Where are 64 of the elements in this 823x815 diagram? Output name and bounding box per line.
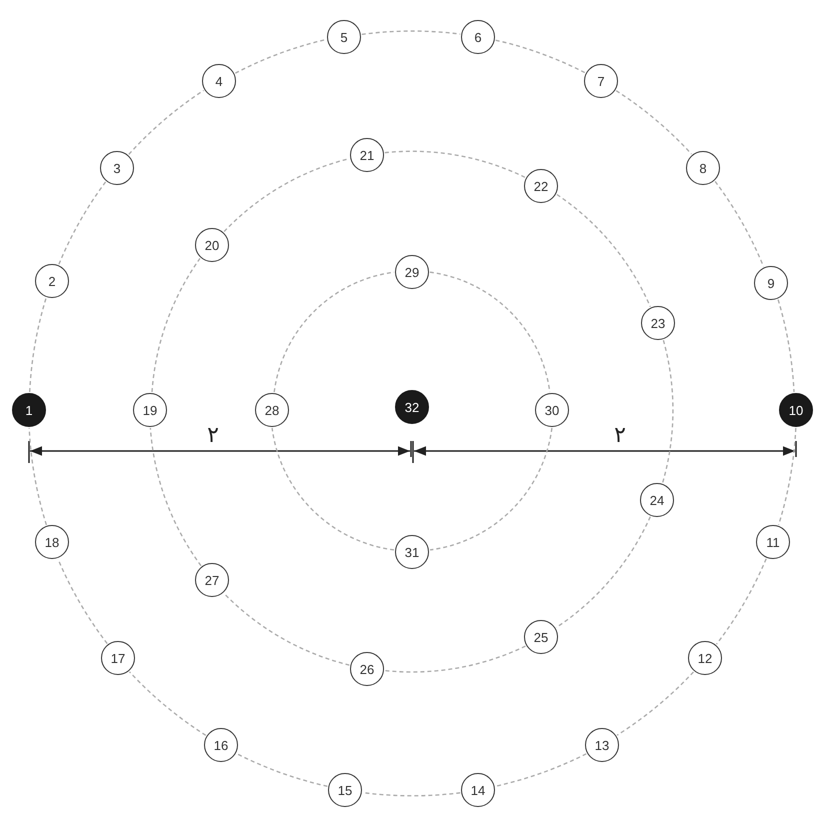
- number-circle: 7: [584, 64, 618, 98]
- number-circle: 4: [202, 64, 236, 98]
- number-circle: 23: [641, 306, 675, 340]
- number-circle: 27: [195, 563, 229, 597]
- dashed-connector: [496, 40, 586, 74]
- dashed-connector: [716, 558, 767, 645]
- dashed-connector: [778, 428, 796, 526]
- number-circle: 25: [524, 620, 558, 654]
- dashed-connector: [224, 592, 350, 666]
- dashed-connector: [384, 150, 526, 178]
- dashed-connector: [430, 272, 550, 392]
- number-circle: 3: [100, 151, 134, 185]
- number-circle: 14: [461, 773, 495, 807]
- dashed-connector: [616, 671, 694, 736]
- number-circle: 30: [535, 393, 569, 427]
- number-circle: 24: [640, 483, 674, 517]
- dashed-connector: [384, 646, 526, 673]
- dashed-connector: [362, 792, 460, 796]
- dashed-connector: [556, 194, 651, 307]
- dashed-connector: [274, 272, 394, 392]
- dashed-connector: [128, 90, 204, 155]
- dashed-connector: [129, 671, 206, 736]
- number-circle: 5: [327, 20, 361, 54]
- dashed-connector: [236, 753, 328, 787]
- number-circle: 21: [350, 138, 384, 172]
- number-circle: 19: [133, 393, 167, 427]
- number-circle: 8: [686, 151, 720, 185]
- number-circle: 6: [461, 20, 495, 54]
- number-circle: 9: [754, 266, 788, 300]
- dashed-connector: [662, 340, 674, 484]
- number-circle: 12: [688, 641, 722, 675]
- number-circle: 13: [585, 728, 619, 762]
- number-circle: 11: [756, 525, 790, 559]
- dashed-connector: [271, 428, 394, 551]
- number-circle: 20: [195, 228, 229, 262]
- number-circle: 29: [395, 255, 429, 289]
- dimension-label: ۲: [614, 425, 626, 447]
- filled-number-circle: 1: [12, 393, 46, 427]
- dashed-connector: [616, 90, 692, 155]
- number-circle: 26: [350, 652, 384, 686]
- dashed-connector: [235, 38, 326, 74]
- filled-number-circle: 32: [395, 390, 429, 424]
- dashed-connector: [29, 298, 47, 392]
- dashed-connector: [495, 753, 587, 787]
- dimension-label: ۲: [207, 425, 219, 447]
- dashed-connector: [430, 428, 553, 551]
- dashed-connector: [57, 558, 108, 644]
- number-circle: 17: [101, 641, 135, 675]
- number-circle: 18: [35, 525, 69, 559]
- dashed-connector: [714, 181, 764, 267]
- number-circle: 15: [328, 773, 362, 807]
- dashed-connector: [28, 428, 48, 526]
- dashed-connector: [362, 30, 460, 36]
- number-circle: 22: [524, 169, 558, 203]
- dashed-connector: [151, 258, 201, 392]
- number-circle: 28: [255, 393, 289, 427]
- number-circle: 2: [35, 264, 69, 298]
- dashed-connector: [556, 516, 651, 628]
- dashed-connector: [58, 182, 106, 265]
- dashed-connector: [150, 428, 202, 566]
- dashed-connector: [777, 299, 795, 392]
- number-circle: 16: [204, 728, 238, 762]
- filled-number-circle: 10: [779, 393, 813, 427]
- number-circle: 31: [395, 535, 429, 569]
